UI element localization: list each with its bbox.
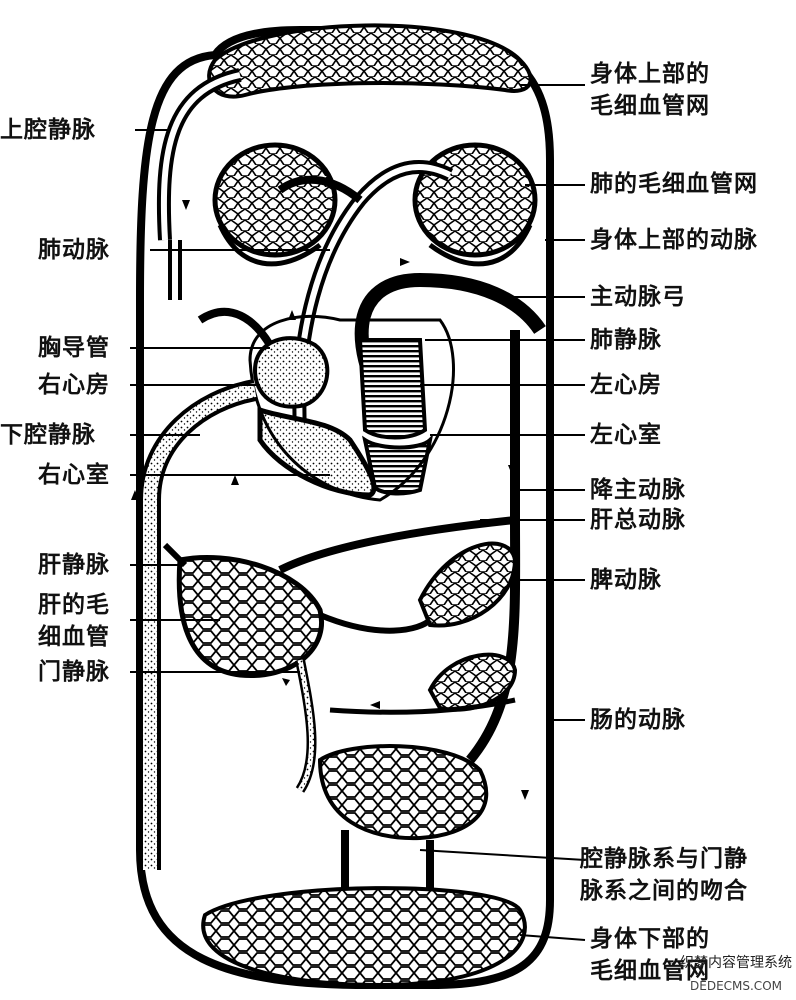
hepatic-vein [162, 542, 188, 568]
label-hepatic-vein: 肝静脉 [38, 552, 110, 578]
label-inferior-vena-cava: 下腔静脉 [0, 422, 96, 448]
spleen-capillary [417, 541, 518, 628]
arrow-icon [288, 310, 296, 320]
arrow-icon [508, 465, 516, 475]
left-ventricle [362, 433, 434, 496]
liver-capillary [176, 554, 324, 679]
label-upper-artery: 身体上部的动脉 [590, 227, 758, 253]
splenic-artery [318, 612, 433, 634]
lower-capillary-network [201, 886, 527, 988]
descending-aorta [466, 330, 521, 764]
label-intestinal-artery: 肠的动脉 [590, 707, 686, 733]
label-anastomosis-2: 脉系之间的吻合 [580, 878, 748, 904]
left-atrium [357, 338, 428, 440]
right-atrium [252, 336, 330, 409]
arrow-icon [400, 258, 410, 266]
label-upper-capillary-2: 毛细血管网 [590, 93, 710, 119]
left-lung-capillary [212, 142, 338, 258]
label-left-atrium: 左心房 [590, 372, 662, 398]
label-aortic-arch: 主动脉弓 [590, 284, 686, 310]
label-thoracic-duct: 胸导管 [38, 335, 110, 361]
label-right-ventricle: 右心室 [38, 462, 110, 488]
flow-arrows [131, 200, 529, 800]
label-hepatic-artery: 肝总动脉 [590, 507, 686, 533]
intestinal-artery [329, 697, 516, 715]
leader-lines [130, 84, 586, 941]
label-anastomosis-1: 腔静脉系与门静 [580, 846, 748, 872]
label-pulmonary-capillary: 肺的毛细血管网 [590, 171, 758, 197]
label-left-ventricle: 左心室 [590, 422, 662, 448]
upper-capillary-network [207, 23, 533, 99]
label-superior-vena-cava: 上腔静脉 [0, 117, 96, 143]
label-splenic-artery: 脾动脉 [590, 567, 662, 593]
anastomosis-network [317, 744, 489, 841]
label-portal-vein: 门静脉 [38, 659, 110, 685]
label-upper-capillary-1: 身体上部的 [590, 61, 710, 87]
watermark-line2: DEDECMS.COM [690, 979, 782, 993]
label-descending-aorta: 降主动脉 [590, 477, 686, 503]
label-lower-capillary-2: 毛细血管网 [590, 958, 710, 984]
hepatic-artery [278, 516, 516, 574]
arrow-icon [182, 200, 190, 210]
label-lower-capillary-1: 身体下部的 [590, 926, 710, 952]
arrow-icon [131, 490, 139, 500]
watermark-line1: 织梦内容管理系统 [680, 955, 792, 971]
thoracic-duct [197, 307, 274, 348]
label-pulmonary-artery: 肺动脉 [38, 237, 110, 263]
label-pulmonary-vein: 肺静脉 [590, 327, 662, 353]
arrow-icon [370, 701, 380, 709]
label-liver-capillary-1: 肝的毛 [38, 592, 110, 618]
label-liver-capillary-2: 细血管 [38, 624, 110, 650]
arrow-icon [282, 678, 290, 686]
label-right-atrium: 右心房 [38, 372, 110, 398]
arrow-icon [231, 475, 239, 485]
arrow-icon [521, 790, 529, 800]
right-ventricle [257, 406, 377, 498]
